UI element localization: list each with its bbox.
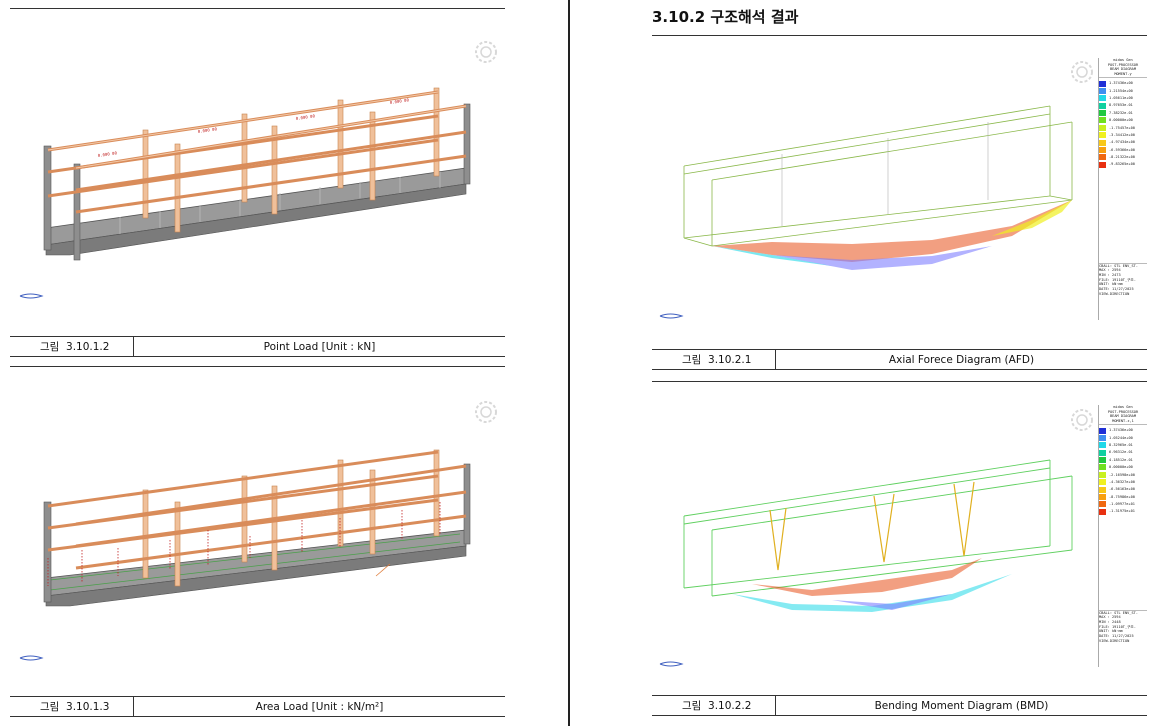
- section-title: 3.10.2 구조해석 결과: [652, 6, 798, 27]
- caption-bmd: 그림 3.10.2.2 Bending Moment Diagram (BMD): [652, 695, 1147, 716]
- bmd-moment-band: [752, 558, 982, 596]
- legend-row: 0.00000e+00: [1099, 464, 1147, 471]
- gear-watermark-icon: [475, 41, 497, 63]
- svg-text:0.000 00: 0.000 00: [389, 97, 409, 105]
- caption-area-load: 그림 3.10.1.3 Area Load [Unit : kN/m²]: [10, 696, 505, 717]
- caption-text: Axial Forece Diagram (AFD): [888, 353, 1035, 366]
- legend-row: 7.38232e-01: [1099, 109, 1147, 117]
- svg-text:0.000 00: 0.000 00: [97, 150, 117, 158]
- legend-row: -4.97434e+00: [1099, 139, 1147, 146]
- afd-compression-band: [712, 200, 1072, 262]
- caption-fig-label: 그림: [682, 354, 702, 366]
- axis-icon: [19, 293, 44, 299]
- legend-header: midas Gen POST-PROCESSOR BEAM DIAGRAM MO…: [1099, 58, 1147, 78]
- caption-fig-label: 그림: [40, 701, 60, 713]
- legend-row: -1.09977e+01: [1099, 501, 1147, 508]
- legend-row: -3.34412e+00: [1099, 132, 1147, 139]
- legend-row: 8.32965e-01: [1099, 442, 1147, 449]
- caption-fig-num: 그림 3.10.1.2: [10, 337, 134, 356]
- mid-rule-right: [652, 381, 1147, 382]
- legend-row: -4.36327e+00: [1099, 479, 1147, 486]
- bmd-diagram-figure: [659, 409, 1093, 667]
- bmd-legend: midas Gen POST-PROCESSOR BEAM DIAGRAM MO…: [1098, 405, 1147, 667]
- axis-icon: [19, 655, 44, 661]
- top-rule-right: [652, 35, 1147, 36]
- legend-scale: 1.37436e+00 1.21554e+00 1.05611e+00 8.97…: [1099, 80, 1147, 169]
- legend-meta: CBALL: STL ENV_ST- MAX : 2594 MIN : 2473…: [1099, 262, 1147, 297]
- legend-row: -6.59366e+00: [1099, 146, 1147, 154]
- caption-fig-num: 그림 3.10.2.2: [652, 696, 776, 715]
- svg-text:0.000 00: 0.000 00: [295, 113, 315, 121]
- legend-row: 1.05611e+00: [1099, 95, 1147, 102]
- caption-point-load: 그림 3.10.1.2 Point Load [Unit : kN]: [10, 336, 505, 357]
- top-rule-left: [10, 8, 505, 9]
- axis-icon: [659, 313, 684, 319]
- area-load-model-figure: [19, 401, 497, 661]
- afd-diagram-figure: [659, 61, 1093, 319]
- caption-fig-number: 3.10.1.2: [66, 340, 110, 353]
- legend-row: 1.05244e+00: [1099, 434, 1147, 441]
- mid-rule-left: [10, 366, 505, 367]
- gear-watermark-icon: [1071, 61, 1093, 83]
- legend-row: -2.16598e+00: [1099, 471, 1147, 478]
- caption-fig-label: 그림: [40, 341, 60, 353]
- legend-scale: 1.37436e+00 1.05244e+00 8.32965e-01 6.96…: [1099, 427, 1147, 516]
- axis-icon: [659, 661, 684, 667]
- afd-legend: midas Gen POST-PROCESSOR BEAM DIAGRAM MO…: [1098, 58, 1147, 320]
- caption-text: Area Load [Unit : kN/m²]: [255, 700, 384, 713]
- legend-row: -6.56163e+00: [1099, 486, 1147, 493]
- legend-row: -1.31975e+01: [1099, 508, 1147, 515]
- legend-row: 1.37436e+00: [1099, 427, 1147, 434]
- legend-row: -9.83265e+00: [1099, 161, 1147, 168]
- legend-row: 4.18512e-01: [1099, 456, 1147, 464]
- legend-row: -8.75986e+00: [1099, 493, 1147, 501]
- caption-fig-num: 그림 3.10.1.3: [10, 697, 134, 716]
- caption-fig-label: 그림: [682, 700, 702, 712]
- legend-row: 8.97653e-01: [1099, 102, 1147, 109]
- gear-watermark-icon: [475, 401, 497, 423]
- caption-fig-number: 3.10.1.3: [66, 700, 110, 713]
- section-number: 3.10.2: [652, 8, 706, 26]
- legend-meta: CBALL: STL ENV_ST- MAX : 2594 MIN : 2448…: [1099, 609, 1147, 644]
- legend-header: midas Gen POST-PROCESSOR BEAM DIAGRAM MO…: [1099, 405, 1147, 425]
- svg-text:0.000 00: 0.000 00: [197, 126, 217, 134]
- caption-fig-number: 3.10.2.1: [708, 353, 752, 366]
- legend-row: 1.37436e+00: [1099, 80, 1147, 87]
- gear-watermark-icon: [1071, 409, 1093, 431]
- caption-text: Point Load [Unit : kN]: [263, 340, 376, 353]
- caption-fig-number: 3.10.2.2: [708, 699, 752, 712]
- caption-text: Bending Moment Diagram (BMD): [874, 699, 1049, 712]
- caption-fig-num: 그림 3.10.2.1: [652, 350, 776, 369]
- page-divider: [568, 0, 570, 726]
- legend-row: 6.96312e-01: [1099, 449, 1147, 456]
- legend-row: -1.75457e+00: [1099, 124, 1147, 131]
- legend-row: -8.21322e+00: [1099, 154, 1147, 161]
- legend-row: 0.00000e+00: [1099, 117, 1147, 124]
- section-title-text: 구조해석 결과: [710, 8, 799, 26]
- legend-row: 1.21554e+00: [1099, 87, 1147, 94]
- caption-afd: 그림 3.10.2.1 Axial Forece Diagram (AFD): [652, 349, 1147, 370]
- point-load-model-figure: 0.000 00 0.000 00 0.000 00 0.000 00: [19, 41, 497, 299]
